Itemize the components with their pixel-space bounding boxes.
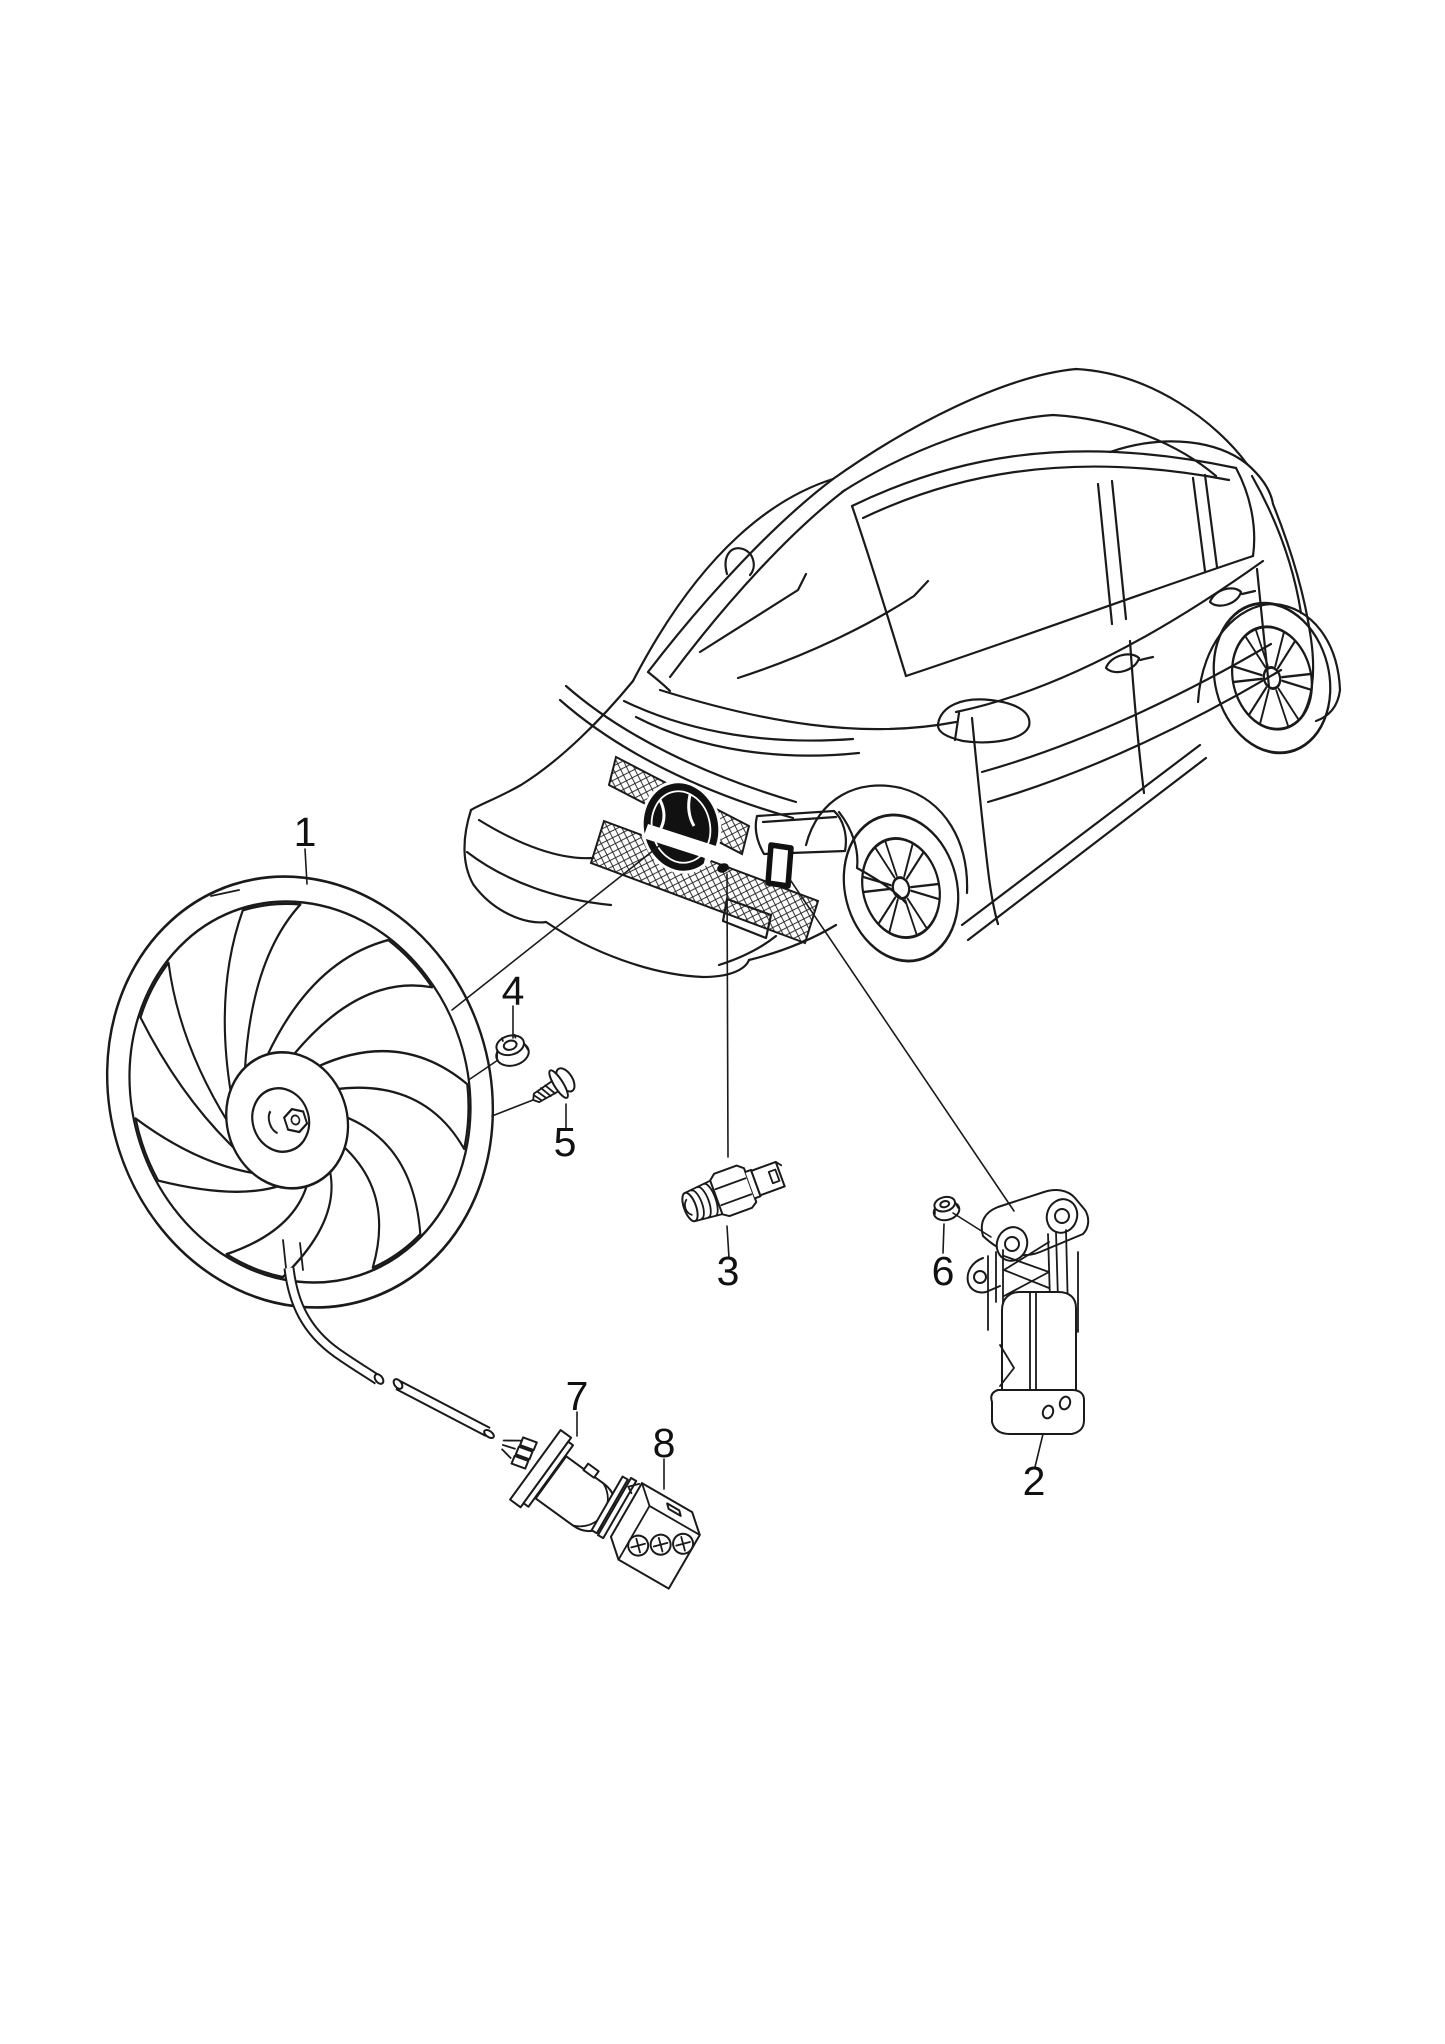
grille-lower bbox=[589, 819, 820, 945]
thermal-switch-illustration bbox=[681, 1160, 786, 1223]
bracket-module-illustration bbox=[966, 1189, 1090, 1435]
callout-3-label: 3 bbox=[717, 1248, 740, 1294]
door-handle-front bbox=[1104, 653, 1155, 674]
wiper-lines bbox=[698, 572, 930, 680]
headlight bbox=[754, 809, 847, 856]
car-illustration bbox=[463, 367, 1342, 979]
bracket-location-marker bbox=[765, 842, 794, 889]
callout-1-label: 1 bbox=[294, 809, 317, 855]
cooling-fan-illustration bbox=[105, 875, 495, 1439]
screw-illustration bbox=[532, 1067, 576, 1104]
callout-4-label: 4 bbox=[502, 968, 525, 1014]
fan-harness-cable bbox=[282, 1239, 495, 1439]
fan-blades bbox=[134, 902, 470, 1279]
sensor-location-marker bbox=[717, 863, 729, 873]
flat-connector-illustration bbox=[501, 1429, 616, 1533]
hub-nut bbox=[282, 1107, 309, 1134]
hex-nut-illustration bbox=[495, 1033, 530, 1067]
callout-6-label: 6 bbox=[932, 1248, 955, 1294]
callout-7-label: 7 bbox=[566, 1373, 589, 1419]
brand-emblem bbox=[640, 780, 722, 874]
leader-lines bbox=[304, 845, 1044, 1490]
callout-2-label: 2 bbox=[1023, 1458, 1046, 1504]
connector-housing-illustration bbox=[590, 1475, 701, 1590]
flange-nut-illustration bbox=[932, 1195, 961, 1222]
side-mirror bbox=[936, 698, 1031, 744]
callout-8-label: 8 bbox=[653, 1420, 676, 1466]
door-handle-rear bbox=[1208, 587, 1257, 607]
front-wheel bbox=[842, 813, 960, 963]
rear-wheel bbox=[1212, 601, 1332, 755]
callout-labels: 1 2 3 4 5 6 7 8 bbox=[294, 809, 1046, 1504]
housing-terminals bbox=[627, 1532, 695, 1557]
far-side-mirror bbox=[724, 547, 755, 577]
callout-5-label: 5 bbox=[554, 1119, 577, 1165]
